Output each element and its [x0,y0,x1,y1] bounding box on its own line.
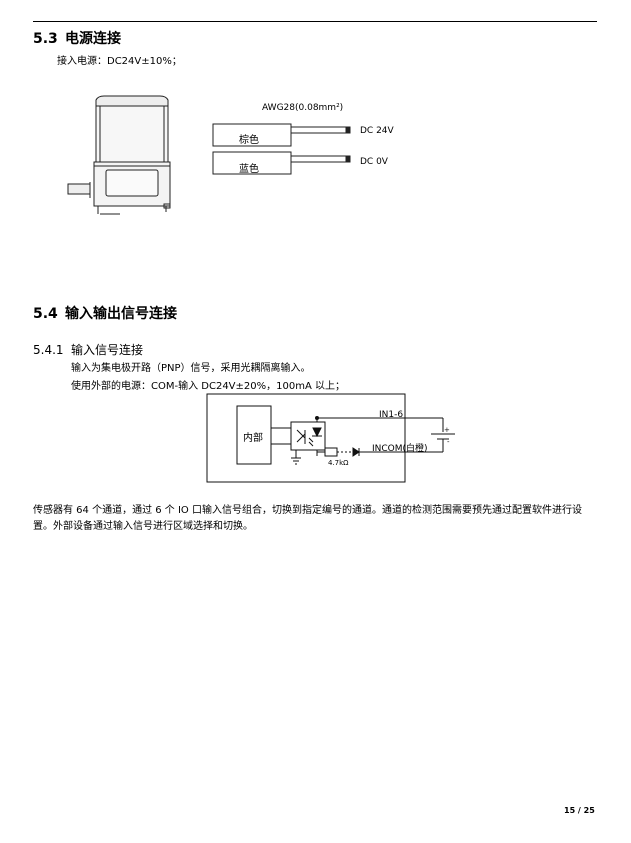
brown-wire-conductor [290,126,347,134]
channel-description-paragraph: 传感器有 64 个通道，通过 6 个 IO 口输入信号组合，切换到指定编号的通道… [33,505,582,532]
brown-wire-tip [345,126,351,134]
header-rule [33,21,597,22]
section-number: 5.4 [33,306,58,322]
section-title: 输入输出信号连接 [65,306,177,322]
brown-wire-label: 棕色 [239,135,259,146]
dc-24v-label: DC 24V [360,126,394,136]
input-signal-description: 输入为集电极开路（PNP）信号，采用光耦隔离输入。 [71,363,311,374]
battery-plus-sign: + [444,426,450,434]
input-circuit-diagram: + - [206,393,455,483]
sensor-device-illustration [67,95,171,215]
blue-wire-label: 蓝色 [239,164,259,175]
section-title: 电源连接 [65,31,121,47]
in1-6-label: IN1-6 [379,410,404,420]
blue-wire-conductor [290,155,347,163]
wire-gauge-label: AWG28(0.08mm²) [262,103,344,113]
blue-wire-tip [345,155,351,163]
section-heading-5-3: 5.3 电源连接 [33,28,121,48]
power-wire-drawing [212,123,351,175]
page-number: 15 / 25 [564,806,595,815]
brown-wire-sheath [212,123,292,147]
internal-label: 内部 [243,433,263,444]
optocoupler [290,421,326,451]
resistor-label: 4.7kΩ [328,459,349,467]
section-heading-5-4: 5.4 输入输出信号连接 [33,303,177,323]
internal-block [236,405,272,465]
section-number: 5.3 [33,31,58,47]
power-supply-text: 接入电源：DC24V±10%； [57,56,182,67]
section-number: 5.4.1 [33,343,64,357]
blue-wire-sheath [212,151,292,175]
external-power-description: 使用外部的电源：COM-输入 DC24V±20%，100mA 以上； [71,381,345,392]
section-heading-5-4-1: 5.4.1 输入信号连接 [33,341,143,358]
section-title: 输入信号连接 [71,343,144,357]
incom-label: INCOM(白橙) [372,444,428,454]
battery-minus-sign: - [447,438,450,446]
dc-0v-label: DC 0V [360,157,388,167]
circuit-outer-box [206,393,406,483]
